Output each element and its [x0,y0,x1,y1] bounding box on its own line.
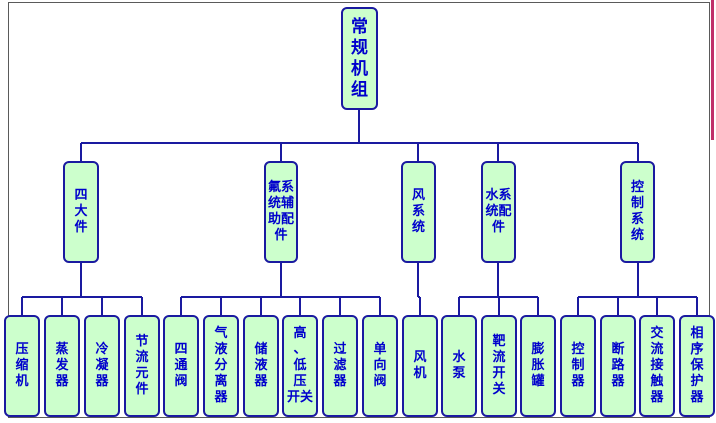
leaf-phase-protector: 相 序 保 护 器 [679,315,715,417]
leaf-circuit-breaker: 断 路 器 [600,315,636,417]
leaf-fan: 风 机 [402,315,438,417]
group-node-control-system: 控 制 系 统 [620,161,655,263]
leaf-condenser: 冷 凝 器 [84,315,120,417]
leaf-throttle-element: 节 流 元 件 [124,315,160,417]
leaf-check-valve: 单 向 阀 [362,315,398,417]
leaf-flow-switch: 靶 流 开 关 [481,315,517,417]
leaf-evaporator: 蒸 发 器 [44,315,80,417]
diagram-frame [8,2,710,418]
leaf-controller: 控 制 器 [560,315,596,417]
group-node-water-accessories: 水系 统配 件 [481,161,516,263]
leaf-liquid-receiver: 储 液 器 [243,315,279,417]
leaf-water-pump: 水 泵 [441,315,477,417]
leaf-ac-contactor: 交 流 接 触 器 [639,315,675,417]
edge-marker [711,0,714,140]
group-node-air-system: 风 系 统 [401,161,436,263]
group-node-four-major-parts: 四 大 件 [63,161,99,263]
root-node: 常 规 机 组 [341,7,378,110]
leaf-compressor: 压 缩 机 [4,315,40,417]
leaf-pressure-switch: 高 、 低 压 开关 [282,315,318,417]
leaf-gas-liquid-separator: 气 液 分 离 器 [203,315,239,417]
leaf-filter: 过 滤 器 [322,315,358,417]
group-node-refrigerant-accessories: 氟系 统辅 助配 件 [264,161,298,263]
leaf-expansion-tank: 膨 胀 罐 [520,315,556,417]
leaf-four-way-valve: 四 通 阀 [163,315,199,417]
